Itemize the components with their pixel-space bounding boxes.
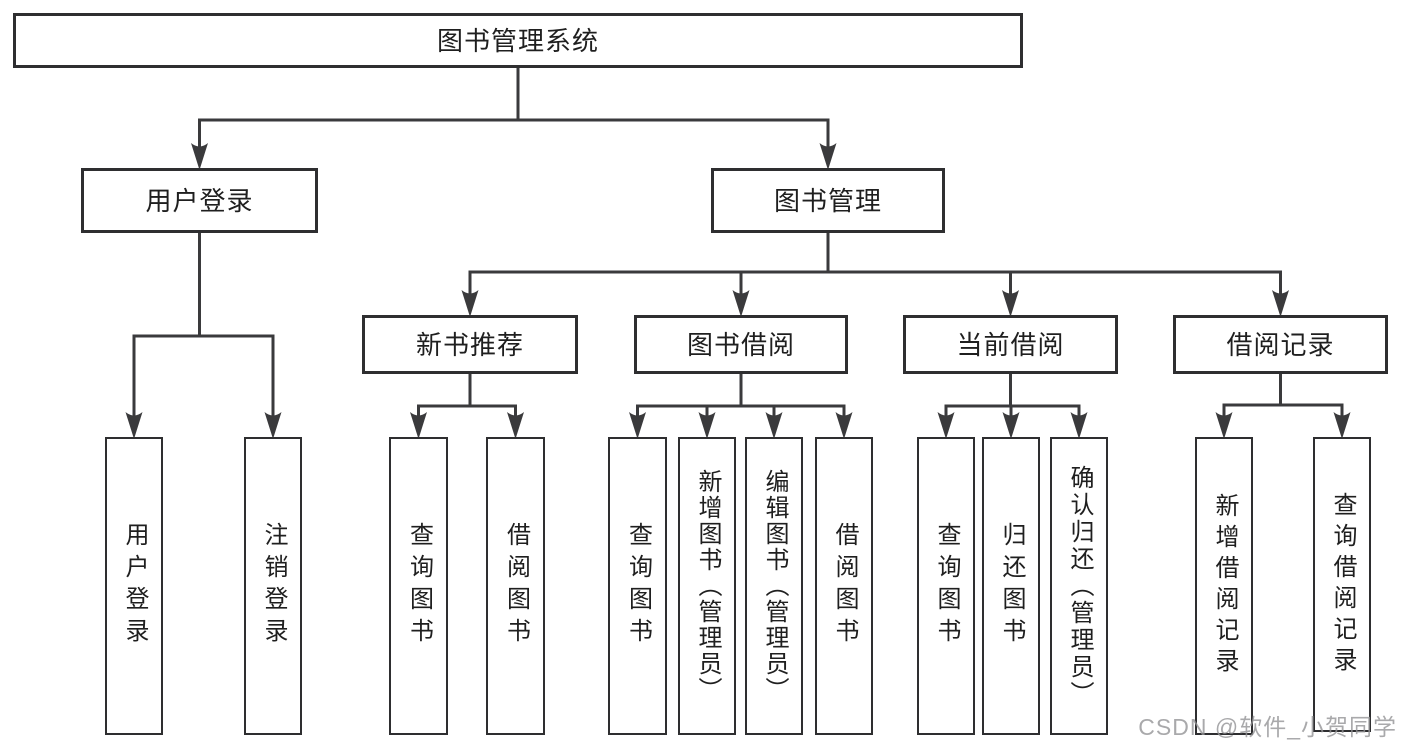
v-bb-add-label: 新增图书（管理员） xyxy=(694,469,721,703)
v-logout-label: 注销登录 xyxy=(260,522,287,650)
v-bb-borrow-box: 借阅图书 xyxy=(815,437,873,735)
new-book-rec-label: 新书推荐 xyxy=(415,329,524,360)
v-nb-query-box: 查询图书 xyxy=(389,437,448,735)
v-cb-confirm-box: 确认归还（管理员） xyxy=(1050,437,1108,735)
v-logout-box: 注销登录 xyxy=(244,437,302,735)
v-bb-edit-label: 编辑图书（管理员） xyxy=(761,469,788,703)
v-bb-query-box: 查询图书 xyxy=(608,437,667,735)
v-nb-query-label: 查询图书 xyxy=(405,522,433,650)
root-box: 图书管理系统 xyxy=(13,13,1023,68)
v-br-add-box: 新增借阅记录 xyxy=(1195,437,1253,735)
v-nb-borrow-label: 借阅图书 xyxy=(502,522,530,650)
v-br-add-label: 新增借阅记录 xyxy=(1211,493,1238,679)
v-cb-return-label: 归还图书 xyxy=(998,522,1025,650)
v-bb-query-label: 查询图书 xyxy=(624,522,652,650)
user-login-label: 用户登录 xyxy=(145,185,254,216)
v-bb-add-box: 新增图书（管理员） xyxy=(678,437,736,735)
book-mgmt-box: 图书管理 xyxy=(711,168,945,233)
current-borrow-label: 当前借阅 xyxy=(956,329,1065,360)
user-login-box: 用户登录 xyxy=(81,168,318,233)
v-cb-confirm-label: 确认归还（管理员） xyxy=(1066,464,1093,708)
v-cb-query-label: 查询图书 xyxy=(933,522,960,650)
v-bb-borrow-label: 借阅图书 xyxy=(831,522,858,650)
watermark-text: CSDN @软件_小贺同学 xyxy=(1138,714,1397,740)
root-label: 图书管理系统 xyxy=(436,25,599,56)
v-br-query-box: 查询借阅记录 xyxy=(1313,437,1371,732)
book-borrowing-box: 图书借阅 xyxy=(634,315,848,374)
v-user-login-box: 用户登录 xyxy=(105,437,163,735)
new-book-rec-box: 新书推荐 xyxy=(362,315,578,374)
book-mgmt-label: 图书管理 xyxy=(773,185,882,216)
book-borrowing-label: 图书借阅 xyxy=(686,329,795,360)
v-cb-return-box: 归还图书 xyxy=(982,437,1040,735)
v-nb-borrow-box: 借阅图书 xyxy=(486,437,545,735)
v-cb-query-box: 查询图书 xyxy=(917,437,975,735)
v-br-query-label: 查询借阅记录 xyxy=(1329,491,1356,678)
v-bb-edit-box: 编辑图书（管理员） xyxy=(745,437,803,735)
current-borrow-box: 当前借阅 xyxy=(903,315,1118,374)
borrow-record-label: 借阅记录 xyxy=(1226,329,1335,360)
borrow-record-box: 借阅记录 xyxy=(1173,315,1388,374)
v-user-login-label: 用户登录 xyxy=(121,522,148,650)
